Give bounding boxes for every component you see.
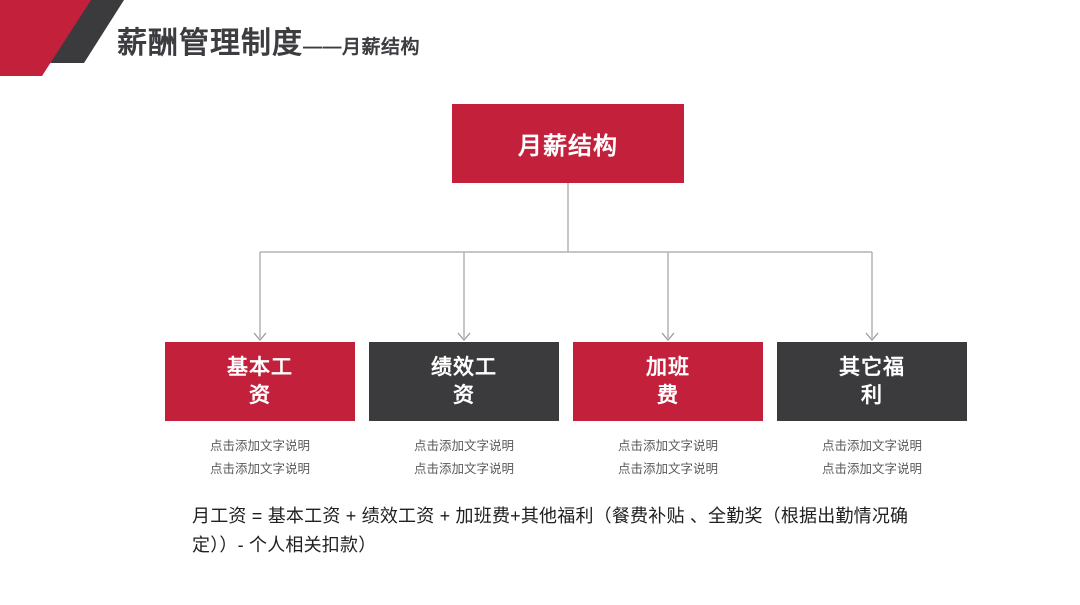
caption-line: 点击添加文字说明 xyxy=(413,462,514,476)
caption-line: 点击添加文字说明 xyxy=(821,462,922,476)
arrowhead-icon xyxy=(457,332,471,341)
caption-line: 点击添加文字说明 xyxy=(617,462,718,476)
org-node-root-label: 月薪结构 xyxy=(518,133,618,160)
org-node-label: 绩效工 资 xyxy=(431,355,497,407)
caption-line: 点击添加文字说明 xyxy=(413,439,514,453)
arrowhead-icon xyxy=(661,332,675,341)
caption-line: 点击添加文字说明 xyxy=(209,439,310,453)
caption-performance-salary[interactable]: 点击添加文字说明 点击添加文字说明 xyxy=(369,436,559,482)
org-node-overtime-pay[interactable]: 加班 费 xyxy=(573,342,763,421)
caption-basic-salary[interactable]: 点击添加文字说明 点击添加文字说明 xyxy=(165,436,355,482)
page-subtitle: ——月薪结构 xyxy=(303,37,421,58)
caption-line: 点击添加文字说明 xyxy=(821,439,922,453)
corner-dark-shape xyxy=(46,0,124,63)
org-node-label: 其它福 利 xyxy=(839,355,905,407)
caption-overtime-pay[interactable]: 点击添加文字说明 点击添加文字说明 xyxy=(573,436,763,482)
org-node-root[interactable]: 月薪结构 xyxy=(452,104,684,183)
caption-other-benefits[interactable]: 点击添加文字说明 点击添加文字说明 xyxy=(777,436,967,482)
slide-header: 薪酬管理制度——月薪结构 xyxy=(117,18,420,62)
caption-line: 点击添加文字说明 xyxy=(209,462,310,476)
arrowhead-icon xyxy=(253,332,267,341)
page-title: 薪酬管理制度 xyxy=(117,27,303,60)
org-node-label: 基本工 资 xyxy=(227,355,293,407)
caption-line: 点击添加文字说明 xyxy=(617,439,718,453)
org-node-performance-salary[interactable]: 绩效工 资 xyxy=(369,342,559,421)
corner-decoration xyxy=(0,0,124,76)
org-node-label: 加班 费 xyxy=(646,355,690,407)
salary-formula-text: 月工资 = 基本工资 + 绩效工资 + 加班费+其他福利（餐费补贴 、全勤奖（根… xyxy=(192,506,909,555)
arrowhead-icon xyxy=(865,332,879,341)
org-node-basic-salary[interactable]: 基本工 资 xyxy=(165,342,355,421)
corner-red-shape xyxy=(0,0,91,76)
org-node-other-benefits[interactable]: 其它福 利 xyxy=(777,342,967,421)
